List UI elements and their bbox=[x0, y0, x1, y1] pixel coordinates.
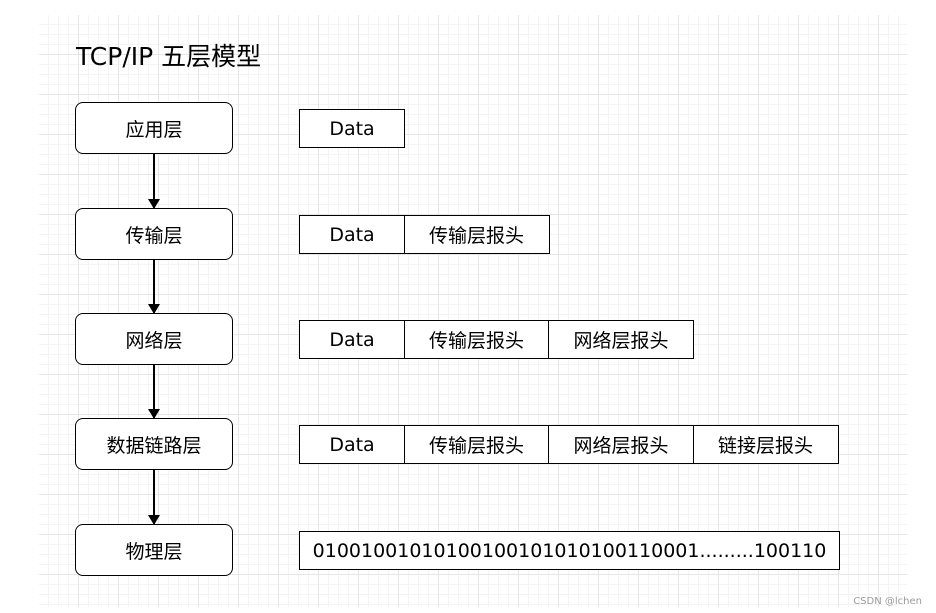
layer-transport: 传输层 bbox=[75, 208, 233, 260]
cell-transport-header: 传输层报头 bbox=[403, 320, 550, 359]
arrow-datalink-to-physical bbox=[148, 470, 160, 525]
cell-transport-header: 传输层报头 bbox=[403, 425, 550, 464]
packet-transport: Data 传输层报头 bbox=[299, 215, 550, 254]
cell-data: Data bbox=[299, 425, 405, 464]
layer-application: 应用层 bbox=[75, 102, 233, 154]
packet-datalink: Data 传输层报头 网络层报头 链接层报头 bbox=[299, 425, 839, 464]
cell-transport-header: 传输层报头 bbox=[403, 215, 550, 254]
cell-link-header: 链接层报头 bbox=[692, 425, 839, 464]
packet-network: Data 传输层报头 网络层报头 bbox=[299, 320, 694, 359]
arrow-transport-to-network bbox=[148, 260, 160, 314]
cell-data: Data bbox=[299, 109, 405, 148]
packet-application: Data bbox=[299, 109, 405, 148]
layer-physical: 物理层 bbox=[75, 524, 233, 576]
cell-bitstream: 01001001010100100101010100110001........… bbox=[299, 531, 840, 570]
cell-network-header: 网络层报头 bbox=[548, 425, 694, 464]
arrow-application-to-transport bbox=[148, 154, 160, 209]
cell-data: Data bbox=[299, 320, 405, 359]
layer-datalink: 数据链路层 bbox=[75, 418, 233, 470]
packet-physical: 01001001010100100101010100110001........… bbox=[299, 531, 840, 570]
cell-network-header: 网络层报头 bbox=[548, 320, 694, 359]
arrow-network-to-datalink bbox=[148, 365, 160, 419]
layer-network: 网络层 bbox=[75, 313, 233, 365]
cell-data: Data bbox=[299, 215, 405, 254]
diagram-title: TCP/IP 五层模型 bbox=[76, 42, 262, 71]
watermark: CSDN @lchen bbox=[853, 596, 922, 607]
